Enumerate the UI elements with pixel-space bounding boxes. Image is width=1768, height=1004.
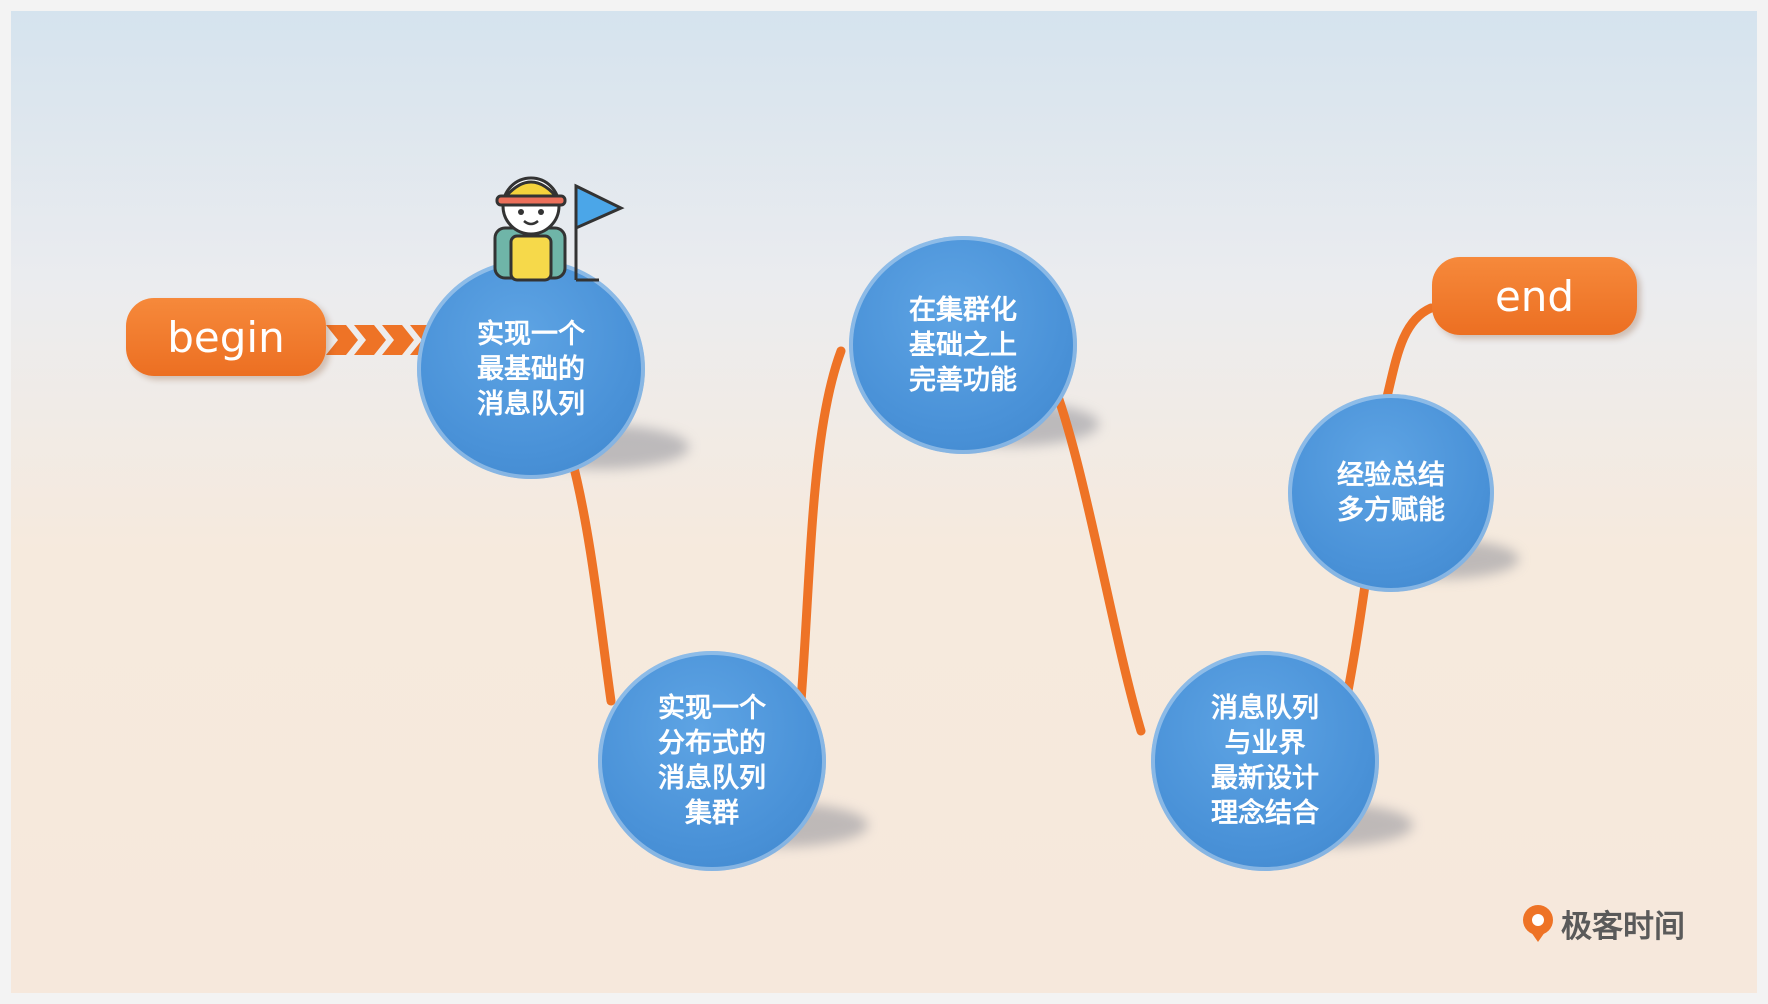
step-label: 实现一个 分布式的 消息队列 集群 xyxy=(658,693,766,829)
step-node-5: 经验总结 多方赋能 xyxy=(1288,394,1494,592)
path-segment xyxy=(1341,574,1371,706)
step-node-1: 实现一个 最基础的 消息队列 xyxy=(417,259,645,479)
begin-label: begin xyxy=(126,298,326,376)
step-label: 消息队列 与业界 最新设计 理念结合 xyxy=(1211,693,1319,829)
hiker-with-flag-icon xyxy=(493,176,625,282)
path-segment xyxy=(796,346,846,706)
step-node-4: 消息队列 与业界 最新设计 理念结合 xyxy=(1151,651,1379,871)
path-segment xyxy=(566,451,616,706)
progress-path xyxy=(566,303,1436,736)
chevron-icon xyxy=(326,325,358,355)
path-segment xyxy=(1381,303,1436,406)
chevron-icon xyxy=(382,325,414,355)
connector-layer xyxy=(326,303,1519,847)
step-label: 实现一个 最基础的 消息队列 xyxy=(477,318,585,420)
brand-logo: 极客时间 xyxy=(1521,901,1685,946)
end-label: end xyxy=(1432,257,1637,335)
diagram-canvas: begin end 实现一个 最基础的 消息队列 实现一个 分布式的 消息队列 … xyxy=(11,11,1757,993)
step-node-3: 在集群化 基础之上 完善功能 xyxy=(849,236,1077,454)
step-label: 经验总结 多方赋能 xyxy=(1337,460,1445,526)
brand-name: 极客时间 xyxy=(1561,909,1685,945)
geektime-logo-icon xyxy=(1523,904,1553,942)
begin-arrows xyxy=(326,325,442,355)
step-node-2: 实现一个 分布式的 消息队列 集群 xyxy=(598,651,826,871)
chevron-icon xyxy=(354,325,386,355)
step-label: 在集群化 基础之上 完善功能 xyxy=(909,294,1017,396)
